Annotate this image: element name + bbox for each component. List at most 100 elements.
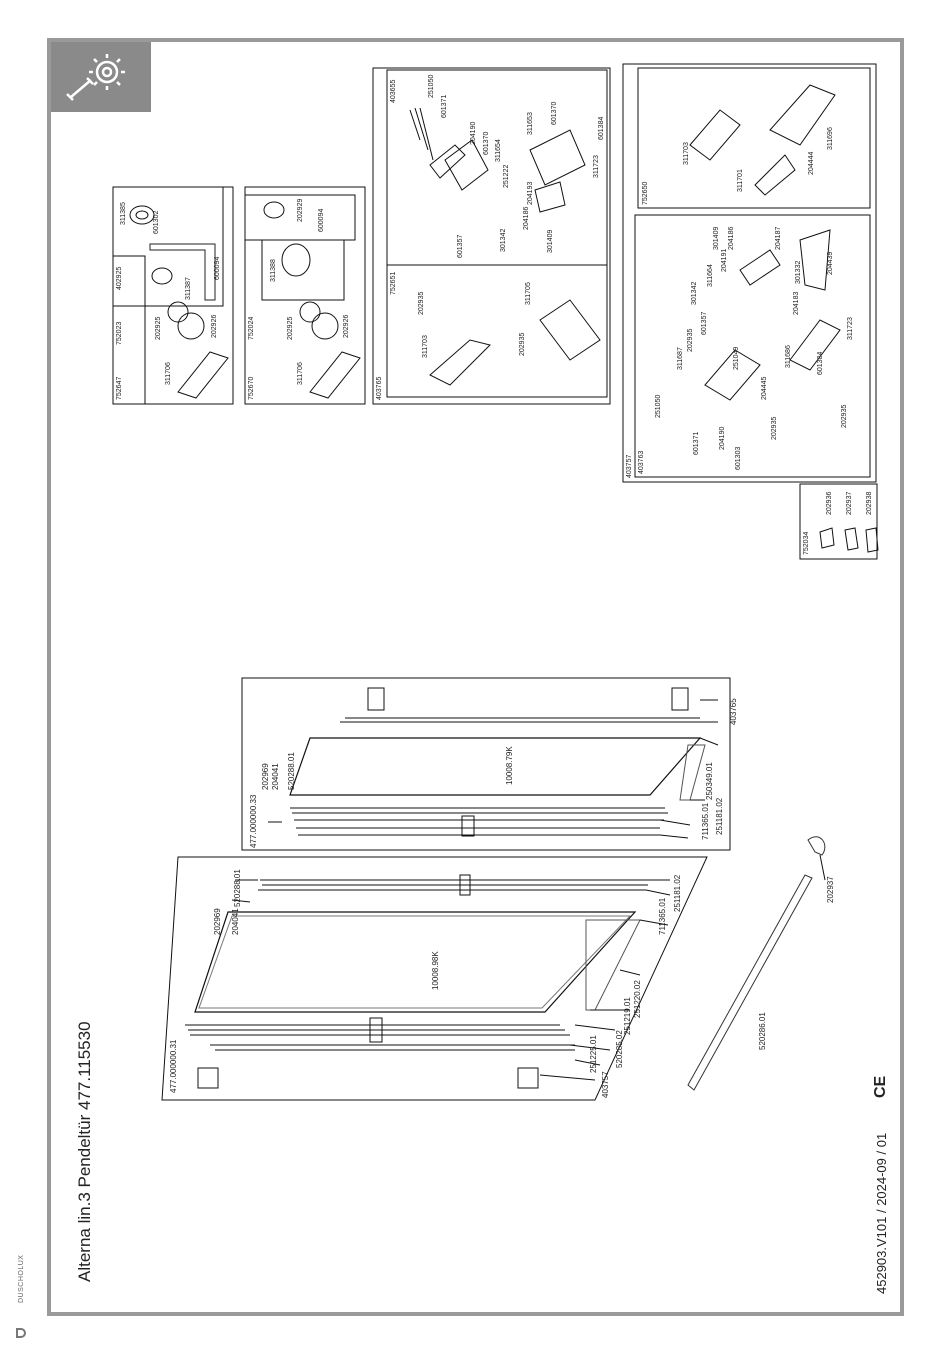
b403765-311723: 311723 (593, 155, 600, 178)
b403765-311705: 311705 (525, 282, 532, 305)
b403757-601371: 601371 (693, 432, 700, 455)
b752670-600094: 600094 (318, 209, 325, 232)
b403765-601371: 601371 (441, 95, 448, 118)
b403757-601357: 601357 (701, 312, 708, 335)
part-403757-label: 403757 (601, 1071, 610, 1098)
part-a2-202969-label: 202969 (261, 763, 270, 790)
part-a2-403765-label: 403765 (729, 698, 738, 725)
b403757-202935c: 202935 (841, 405, 848, 428)
box-403757 (622, 63, 877, 483)
part-251220-label: 251220.02 (633, 980, 642, 1018)
box-752670-ref: 752670 (248, 377, 255, 400)
b403765-311653: 311653 (527, 112, 534, 135)
part-a2-711365-label: 711365.01 (701, 802, 710, 840)
b403757-311723: 311723 (847, 317, 854, 340)
part-a2-250349-label: 250349.01 (705, 762, 714, 800)
b403757-601303: 601303 (735, 447, 742, 470)
assembly-1-box (161, 856, 708, 1101)
part-204041-label: 204041 (231, 908, 240, 935)
b752647-601302: 601302 (153, 211, 160, 234)
b752034-202936: 202936 (826, 492, 833, 515)
b403765-301342: 301342 (500, 229, 507, 252)
part-a2-520288-label: 520288.01 (287, 752, 296, 790)
b752647-311385: 311385 (120, 202, 127, 225)
b403757-204191: 204191 (721, 249, 728, 272)
b403757-301332: 301332 (795, 261, 802, 284)
b403765-251222: 251222 (503, 165, 510, 188)
b752647-202925: 202925 (155, 317, 162, 340)
b403757-204190: 204190 (719, 427, 726, 450)
b403757-403763: 403763 (638, 451, 645, 474)
b752647-311387: 311387 (185, 277, 192, 300)
b403757-204187: 204187 (775, 227, 782, 250)
box-752034-ref: 752034 (803, 532, 810, 555)
b752670-202926: 202926 (343, 315, 350, 338)
b403757-202935a: 202935 (687, 329, 694, 352)
b403765-601357: 601357 (457, 235, 464, 258)
b403765-601370a: 601370 (483, 132, 490, 155)
b752034-202938: 202938 (866, 492, 873, 515)
box-403765-ref: 403765 (376, 377, 383, 400)
b752670-311706: 311706 (297, 362, 304, 385)
b403757-202935b: 202935 (771, 417, 778, 440)
b752034-202937: 202937 (846, 492, 853, 515)
b403765-311654: 311654 (495, 139, 502, 162)
assembly-2-ref: 477.000000.33 (249, 794, 258, 848)
part-251225-label: 251225.01 (589, 1035, 598, 1073)
b752670-202925: 202925 (287, 317, 294, 340)
glass-1-label: 10008.98K (431, 951, 440, 990)
b403757-204183: 204183 (793, 292, 800, 315)
b403765-204186: 204186 (523, 207, 530, 230)
b403757-301342: 301342 (691, 282, 698, 305)
b403757-301409: 301409 (713, 227, 720, 250)
part-251181-label: 251181.02 (673, 874, 682, 912)
b752647-311706: 311706 (165, 362, 172, 385)
assembly-2-box (241, 677, 731, 851)
b403757-311686: 311686 (785, 345, 792, 368)
box-752034 (799, 483, 878, 560)
page-frame (47, 38, 904, 1316)
b752670-311388: 311388 (270, 259, 277, 282)
b403757-311703: 311703 (683, 142, 690, 165)
b403757-204444: 204444 (808, 152, 815, 175)
b403757-311664: 311664 (707, 264, 714, 287)
b752670-202929: 202929 (297, 199, 304, 222)
b403765-311703: 311703 (422, 335, 429, 358)
b403757-311696: 311696 (827, 127, 834, 150)
b403765-301409: 301409 (547, 230, 554, 253)
b752670-752024: 752024 (248, 317, 255, 340)
glass-panel-1 (194, 911, 637, 1013)
b403765-601370b: 601370 (551, 102, 558, 125)
part-711365-label: 711365.01 (658, 897, 667, 935)
b403757-311687: 311687 (677, 347, 684, 370)
part-202937-label: 202937 (826, 876, 835, 903)
box-752670 (244, 186, 366, 405)
part-251219-label: 251219.01 (623, 997, 632, 1035)
b403757-311701: 311701 (737, 169, 744, 192)
box-752647-ref: 752647 (116, 377, 123, 400)
glass-2-label: 10008.79K (505, 746, 514, 785)
b403765-601384: 601384 (598, 117, 605, 140)
tool-badge (51, 42, 151, 112)
b752647-752023: 752023 (116, 322, 123, 345)
b752647-600094: 600094 (214, 257, 221, 280)
part-a2-251181-label: 251181.02 (715, 797, 724, 835)
part-202969-label: 202969 (213, 908, 222, 935)
glass-panel-2 (289, 737, 702, 796)
box-403765 (372, 67, 611, 405)
b752647-402925: 402925 (116, 267, 123, 290)
part-520286-label: 520286.01 (758, 1012, 767, 1050)
box-403757-ref: 403757 (626, 455, 633, 478)
b403765-251050: 251050 (428, 75, 435, 98)
b403757-601384: 601384 (817, 352, 824, 375)
b403757-752650: 752650 (642, 182, 649, 205)
assembly-1-ref: 477.000000.31 (169, 1039, 178, 1093)
b403765-752651: 752651 (390, 272, 397, 295)
part-520285-label: 520285.02 (615, 1030, 624, 1068)
b752647-202926: 202926 (211, 315, 218, 338)
wrench-gear-icon (66, 54, 125, 101)
b403765-204193: 204193 (527, 182, 534, 205)
